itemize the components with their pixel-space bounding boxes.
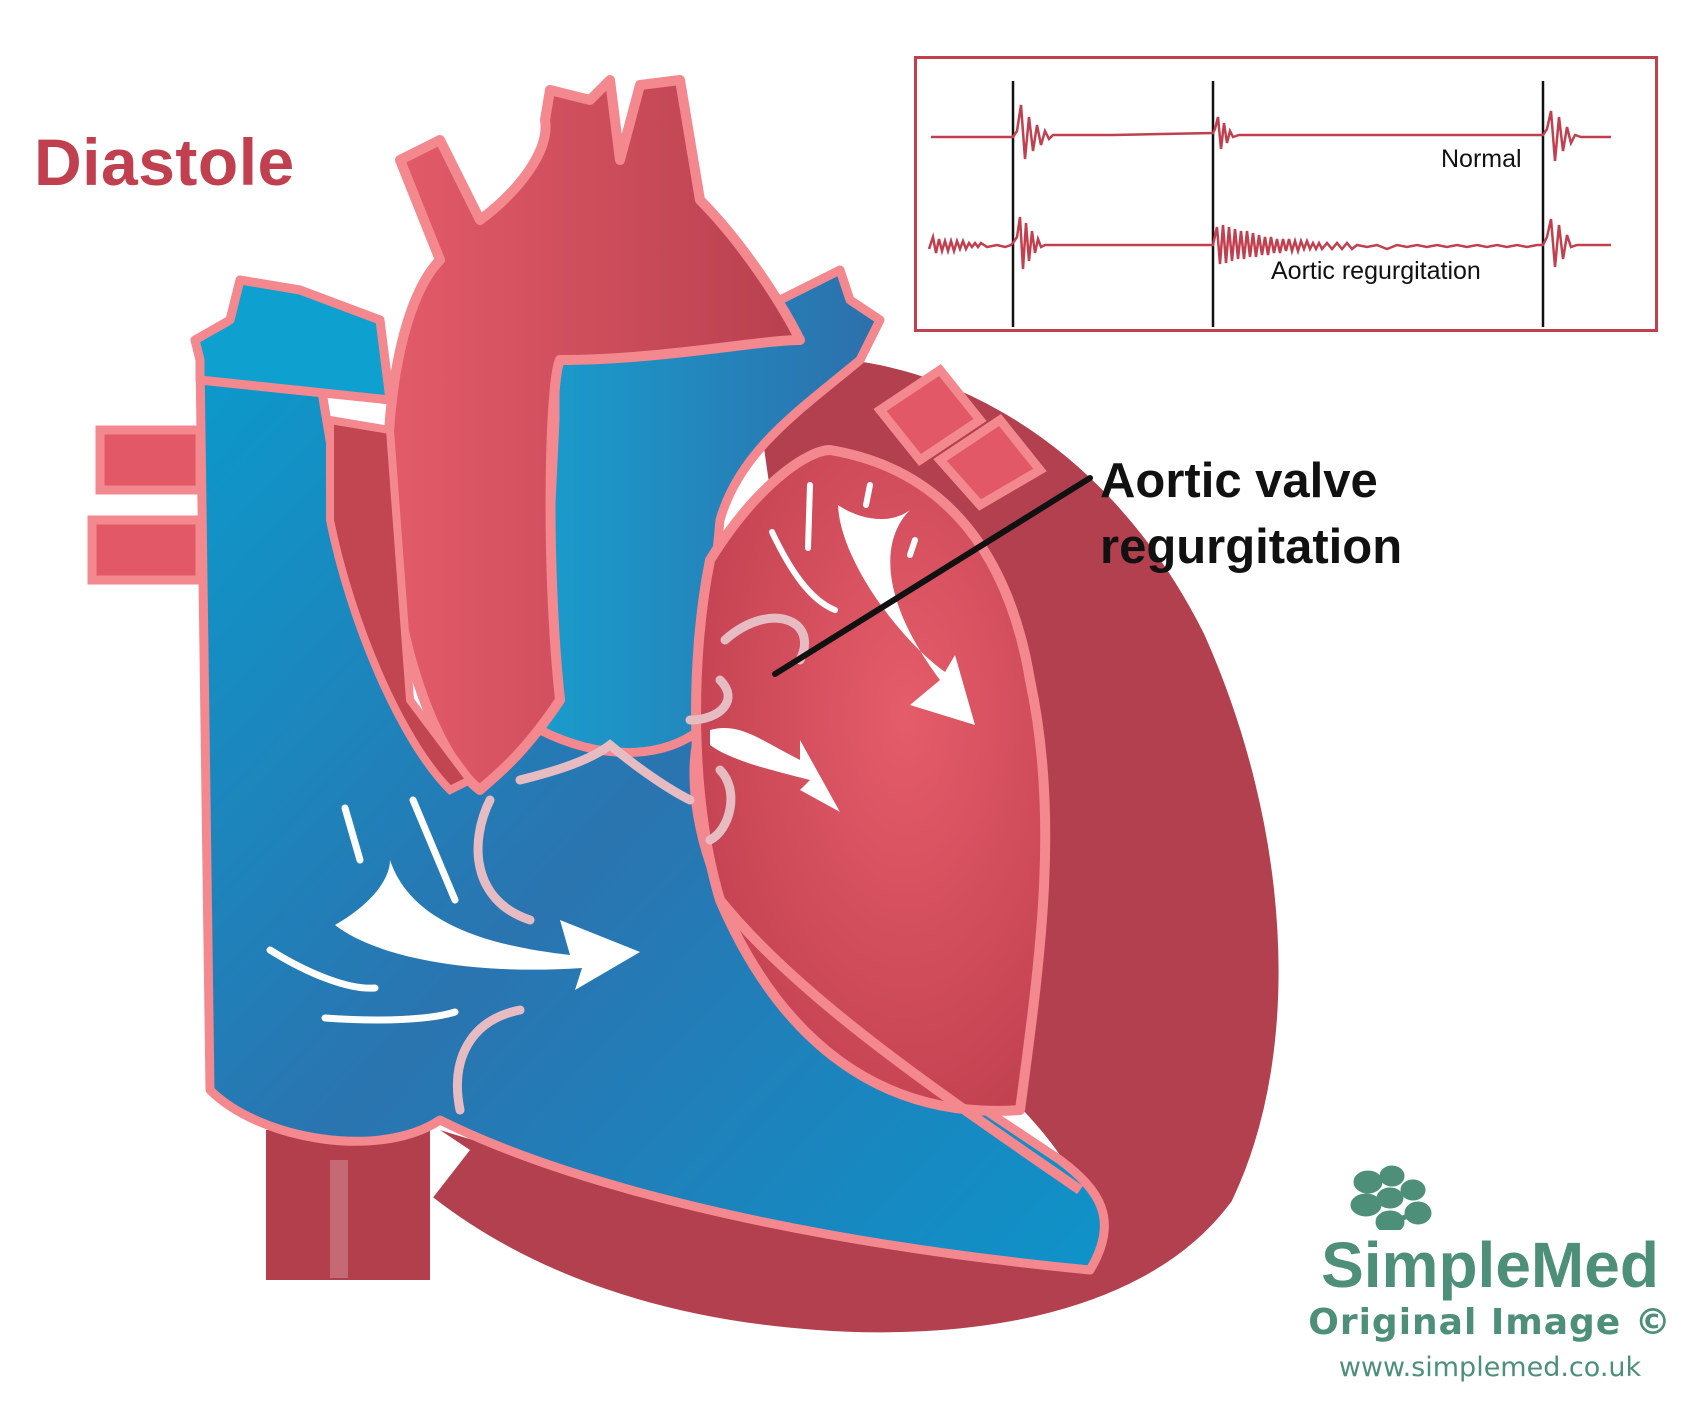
- pulmonary-veins-left: [87, 425, 205, 585]
- valve-cusps: [453, 613, 809, 1115]
- phonocardiogram-inset: Normal Aortic regurgitation: [914, 56, 1658, 332]
- flow-arrows-left: [769, 482, 918, 613]
- annotation-label: Aortic valve regurgitation: [1100, 448, 1402, 580]
- mitral-flow-arrow: [710, 728, 840, 812]
- normal-trace: [931, 104, 1611, 162]
- inferior-vena-cava: [266, 1130, 430, 1280]
- annotation-line-2: regurgitation: [1100, 520, 1403, 574]
- left-atrium: [326, 415, 477, 795]
- logo-name: SimpleMed: [1321, 1229, 1659, 1301]
- brachiocephalic-vein: [190, 275, 395, 405]
- molecule-icon: [1350, 1165, 1432, 1230]
- logo-url: www.simplemed.co.uk: [1338, 1352, 1642, 1383]
- aortic-regurgitation-trace: [927, 216, 1611, 270]
- annotation-line-1: Aortic valve: [1100, 454, 1378, 508]
- simplemed-logo: SimpleMed Original Image © www.simplemed…: [1290, 1160, 1690, 1390]
- flow-arrows-right: [266, 796, 459, 1024]
- logo-subtitle: Original Image ©: [1308, 1302, 1672, 1343]
- page-title: Diastole: [34, 125, 295, 199]
- pulmonary-veins-right: [873, 363, 1047, 511]
- normal-label: Normal: [1441, 145, 1522, 173]
- annotation-pointer-line: [772, 475, 1093, 677]
- flow-arrow-right-main: [335, 860, 640, 990]
- phonocardiogram-traces: [927, 81, 1611, 327]
- regurgitation-arrow: [838, 505, 975, 725]
- aortic-regurgitation-label: Aortic regurgitation: [1271, 257, 1481, 285]
